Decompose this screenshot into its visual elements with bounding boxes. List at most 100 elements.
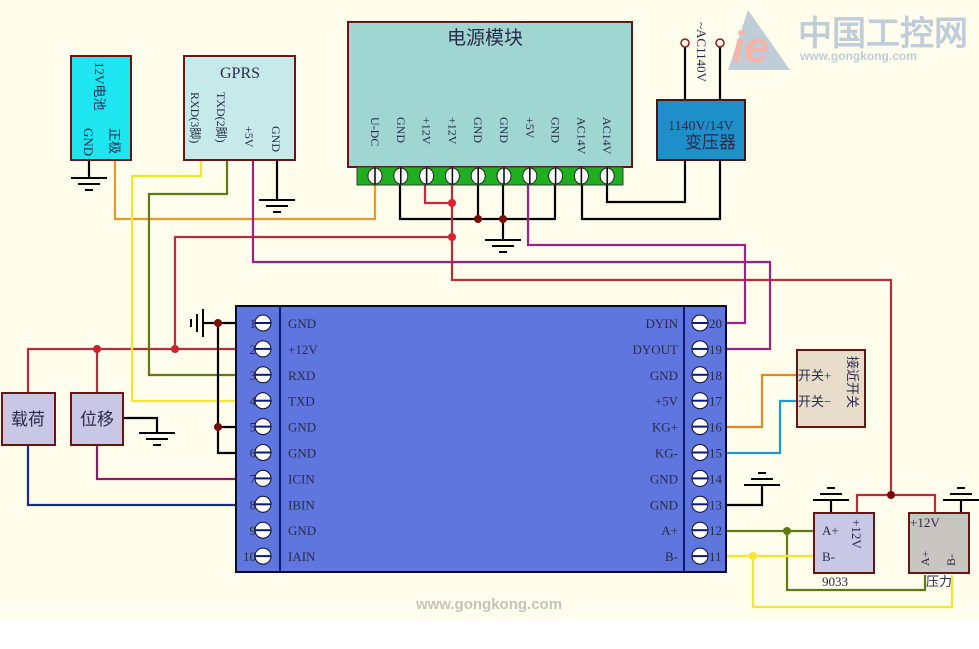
junction-dot [214, 319, 222, 327]
logo-text: 中国工控网 [798, 15, 968, 53]
junction-dot [214, 423, 222, 431]
pin-number: 14 [709, 471, 723, 486]
junction-dot [474, 215, 482, 223]
pin-number: 8 [250, 497, 257, 512]
power-pin: +5V [522, 117, 538, 185]
load-sensor: 载荷 [1, 392, 56, 446]
battery-pin-positive: 正极 [107, 128, 122, 154]
battery-12v: 12V电池 GND 正极 [70, 55, 132, 161]
wire-5v-dyin [526, 180, 747, 325]
ac-input-terminal-icon [680, 38, 690, 48]
wire-disp-gnd [122, 416, 159, 433]
power-pin-label: GND [471, 117, 485, 143]
pin-number: 4 [250, 394, 257, 409]
wire-12v-jumper [423, 180, 452, 205]
power-pin: +12V [419, 117, 435, 185]
pin-label: TXD [288, 394, 315, 409]
power-pin-label: +5V [523, 117, 537, 139]
pin-label: GND [288, 420, 316, 435]
power-pin-label: AC14V [600, 117, 614, 155]
pin-number: 16 [709, 420, 723, 435]
pressure-pin-b: B- [944, 554, 958, 566]
pin-number: 1 [250, 316, 257, 331]
ground-icon [485, 239, 521, 253]
wire-load-ibin [26, 445, 248, 507]
power-pin: +12V [444, 117, 460, 185]
pin-number: 20 [709, 316, 722, 331]
ground-icon [71, 177, 107, 191]
gprs-pin-txd: TXD(2脚) [214, 92, 229, 143]
schematic-canvas: ie 中国工控网 www.gongkong.com [0, 0, 979, 620]
pressure-pin-12v: +12V [910, 515, 940, 530]
pin-label: IAIN [288, 549, 316, 564]
wire-gprs-rxd [130, 160, 248, 403]
pin-number: 2 [250, 342, 257, 357]
battery-pin-gnd: GND [81, 128, 96, 156]
wire-12v-right [450, 180, 893, 495]
gprs-pin-gnd: GND [269, 126, 283, 152]
junction-dot [448, 233, 456, 241]
pin-label: KG- [655, 446, 678, 461]
battery-title: 12V电池 [92, 62, 107, 110]
power-pin-label: +12V [445, 117, 459, 145]
wire-b-minus-pressure [751, 556, 954, 609]
logo-ie-icon: ie [732, 23, 769, 72]
converter-pin-b: B- [822, 549, 835, 564]
power-pin: GND [470, 117, 486, 185]
wire-ac14v-2 [580, 160, 722, 221]
pin-number: 6 [250, 446, 257, 461]
power-pin: AC14V [573, 117, 589, 185]
ground-symbols [71, 177, 979, 501]
pin-label: B- [665, 549, 678, 564]
junction-dot [499, 215, 507, 223]
power-pin-label: U-DC [368, 117, 382, 146]
pin-number: 19 [709, 342, 722, 357]
pin-number: 3 [250, 368, 257, 383]
pin-label: ICIN [288, 471, 315, 486]
ground-icon [139, 432, 175, 446]
board-pin-right: B- 11 [665, 547, 722, 565]
board-pin-left: 9 GND [250, 521, 316, 539]
converter-pin-a: A+ [822, 523, 839, 538]
proximity-switch: 开关+ 开关− 接近开关 [796, 349, 866, 428]
power-pin-label: +12V [420, 117, 434, 145]
pin-label: RXD [288, 368, 315, 383]
pin-number: 9 [250, 523, 257, 538]
board-pin-left: 2 +12V [250, 340, 318, 358]
gprs-module: GPRS RXD(3脚) TXD(2脚) +5V GND [183, 55, 296, 161]
wire-a-plus-pressure [785, 531, 927, 592]
pin-number: 15 [709, 446, 722, 461]
junctions [93, 199, 895, 560]
ground-icon [943, 487, 979, 501]
pin-number: 7 [250, 471, 257, 486]
logo-url: www.gongkong.com [799, 49, 917, 63]
junction-dot [783, 527, 791, 535]
power-pin-label: AC14V [574, 117, 588, 155]
transformer-label: 变压器 [685, 133, 736, 152]
pin-label: KG+ [652, 420, 678, 435]
footer-watermark: www.gongkong.com [415, 596, 562, 613]
pin-label: GND [288, 523, 316, 538]
pin-label: +12V [288, 342, 318, 357]
pin-label: GND [288, 446, 316, 461]
junction-dot [171, 345, 179, 353]
wire-12v-sensors [855, 493, 937, 513]
power-module-title: 电源模块 [447, 27, 523, 49]
gongkong-logo: ie 中国工控网 www.gongkong.com [728, 10, 968, 72]
wire-kg-minus [726, 399, 797, 455]
power-pin: AC14V [599, 117, 615, 185]
board-pin-left: 3 RXD [250, 366, 315, 384]
wires [26, 45, 963, 609]
gprs-pin-5v: +5V [242, 126, 256, 148]
wire-12v-left [173, 235, 452, 349]
wire-12v-pin2 [26, 347, 248, 393]
converter-9033: A+ B- +12V 9033 [813, 512, 875, 589]
displacement-sensor-label: 位移 [80, 410, 114, 429]
pin-number: 11 [709, 549, 722, 564]
pressure-pin-a: A+ [918, 550, 932, 566]
